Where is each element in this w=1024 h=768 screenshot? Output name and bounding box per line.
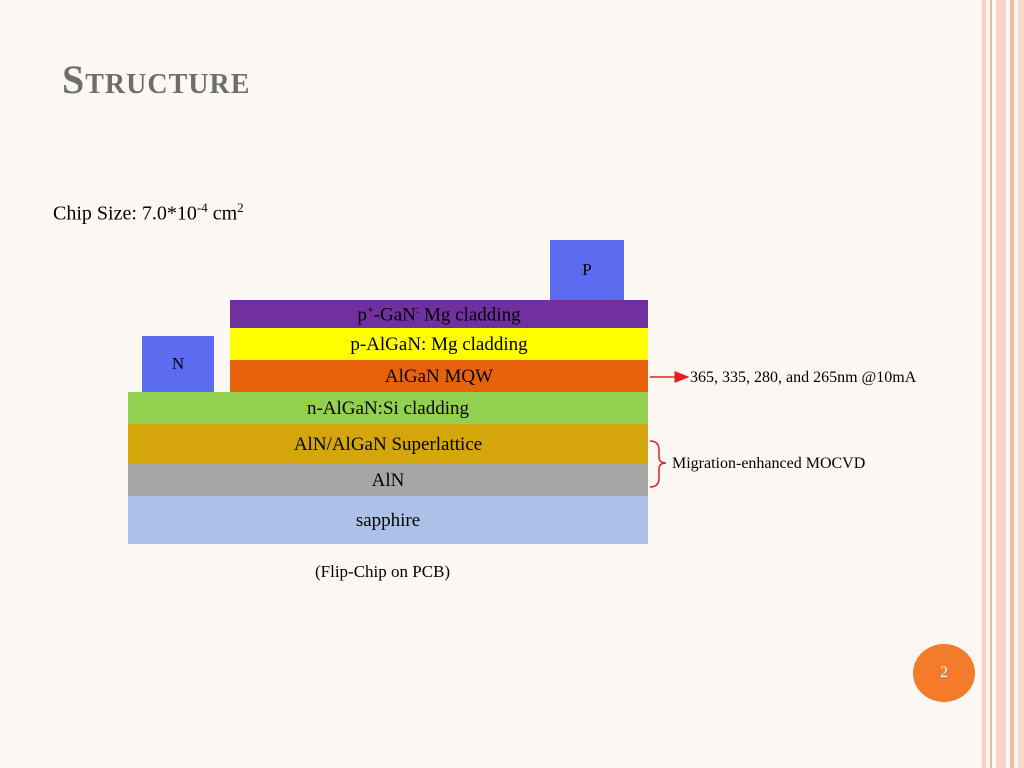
layer-superlattice: AlN/AlGaN Superlattice — [128, 424, 648, 464]
layer-n-algan-label: n-AlGaN:Si cladding — [306, 397, 469, 419]
chip-size-exponent: -4 — [196, 200, 208, 215]
n-contact-label: N — [171, 354, 185, 373]
slide-title: Structure — [62, 57, 251, 102]
flip-chip-caption: (Flip-Chip on PCB) — [315, 562, 451, 581]
chip-size-text: Chip Size: 7.0*10-4 cm2 — [53, 200, 244, 226]
stripe — [1018, 0, 1024, 768]
n-contact-pad: N — [142, 336, 214, 392]
page-number-badge: 2 — [913, 644, 975, 702]
chip-size-prefix: Chip Size: 7.0*10 — [53, 202, 197, 225]
layer-p-gan-label: p+-GaN: Mg cladding — [357, 303, 520, 324]
stripe — [996, 0, 1006, 768]
p-contact-label: P — [582, 260, 592, 279]
layer-mqw: AlGaN MQW — [230, 360, 648, 392]
pgan-mid: -GaN — [373, 304, 416, 326]
stripe — [990, 0, 992, 768]
page-number: 2 — [940, 664, 948, 681]
layer-p-algan-label: p-AlGaN: Mg cladding — [350, 333, 528, 355]
pgan-pre: p — [357, 304, 367, 326]
pgan-post: Mg cladding — [419, 304, 521, 326]
layer-sapphire: sapphire — [128, 496, 648, 544]
layer-p-gan: p+-GaN: Mg cladding — [230, 300, 648, 328]
stripe — [982, 0, 986, 768]
chip-size-unit: cm — [207, 202, 238, 225]
chip-size-unit-exponent: 2 — [237, 200, 244, 215]
layer-sapphire-label: sapphire — [355, 509, 421, 531]
layer-n-algan: n-AlGaN:Si cladding — [128, 392, 648, 424]
layer-aln: AlN — [128, 464, 648, 496]
wavelength-annotation: 365, 335, 280, and 265nm @10mA — [690, 369, 917, 386]
growth-method-annotation: Migration-enhanced MOCVD — [672, 455, 866, 472]
layer-superlattice-label: AlN/AlGaN Superlattice — [293, 433, 483, 455]
pgan-sup2: : — [415, 302, 420, 317]
p-contact-pad: P — [550, 240, 624, 300]
decorative-side-stripes — [982, 0, 1024, 768]
pgan-sup: + — [366, 302, 374, 317]
growth-bracket — [649, 440, 667, 488]
stripe — [1010, 0, 1014, 768]
layer-p-algan: p-AlGaN: Mg cladding — [230, 328, 648, 360]
layer-aln-label: AlN — [371, 469, 405, 491]
layer-mqw-label: AlGaN MQW — [384, 365, 494, 387]
